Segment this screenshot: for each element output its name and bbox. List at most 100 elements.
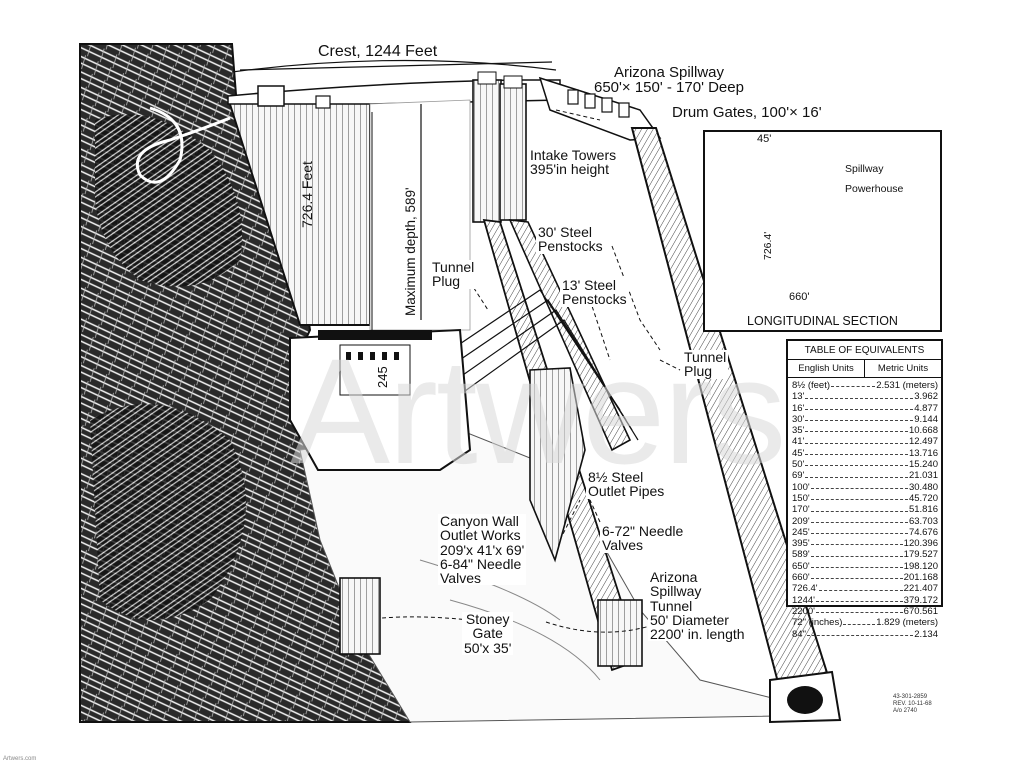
- footer-reference: 43-301-2859 REV. 10-11-68 A/o 2740: [893, 694, 932, 715]
- outlet-pipes-line-2: Outlet Pipes: [588, 483, 665, 500]
- stoney-gate-label: Stoney Gate 50'x 35': [462, 612, 514, 655]
- outlet-works: [289, 328, 472, 471]
- steel-30-penstocks-label: 30' Steel Penstocks: [536, 225, 605, 254]
- english-value: 100': [792, 481, 810, 493]
- spillway-tunnel-line-2: Spillway: [650, 583, 702, 600]
- leader-dashes: [805, 391, 914, 399]
- spillway-tunnel-label: Arizona Spillway Tunnel 50' Diameter 220…: [648, 570, 747, 641]
- spillway-tunnel-line-3: Tunnel: [650, 597, 693, 614]
- table-title: TABLE OF EQUIVALENTS: [788, 341, 941, 360]
- leader-dashes: [805, 414, 914, 422]
- footer-ref-line-2: REV. 10-11-68: [893, 700, 932, 707]
- table-row: 72" (inches)1.829 (meters): [792, 617, 938, 628]
- english-value: 8½ (feet): [792, 380, 831, 391]
- crest-tower: [257, 85, 285, 107]
- english-value: 16': [792, 402, 805, 414]
- leader-dashes: [810, 561, 903, 569]
- canyon-outlet-line-3: 209'x 41'x 69': [440, 541, 525, 558]
- valve-house: [529, 367, 586, 563]
- english-value: 209': [792, 515, 810, 527]
- table-header: English Units Metric Units: [788, 360, 941, 378]
- leader-dashes: [810, 482, 908, 489]
- leader-dashes: [810, 493, 908, 501]
- english-value: 170': [792, 504, 810, 516]
- metric-value: 2.134: [914, 628, 938, 640]
- depth-245-label: 245: [375, 366, 390, 388]
- canyon-outlet-line-4: 6-84" Needle: [440, 555, 522, 572]
- leader-lines: [381, 109, 681, 633]
- needle-valves-72-label: 6-72" Needle Valves: [600, 523, 686, 554]
- access-road: [135, 106, 231, 184]
- table-row: 45'13.716: [792, 448, 938, 459]
- metric-value: 9.144: [914, 413, 938, 425]
- dam-crest-arc: [231, 59, 557, 73]
- leader-dashes: [810, 572, 903, 580]
- table-of-equivalents: TABLE OF EQUIVALENTS English Units Metri…: [786, 339, 943, 640]
- english-value: 84": [792, 628, 806, 640]
- leader-dashes: [831, 380, 876, 388]
- english-value: 660': [792, 572, 810, 584]
- table-row: 150'45.720: [792, 493, 938, 504]
- metric-value: 120.396: [903, 538, 938, 550]
- metric-value: 198.120: [903, 560, 938, 572]
- english-value: 395': [792, 538, 810, 550]
- needle-72-line-1: 6-72" Needle: [602, 523, 684, 539]
- leader-dashes: [810, 516, 908, 523]
- penstocks-13: [435, 289, 639, 441]
- leader-dashes: [818, 583, 903, 591]
- longitudinal-section-inset: 45' Spillway Powerhouse 726.4' 660' LONG…: [703, 130, 942, 332]
- reservoir: [369, 99, 471, 331]
- arizona-spillway-line-2: 650'× 150' - 170' Deep: [594, 79, 744, 97]
- english-value: 69': [792, 470, 805, 482]
- intake-towers-line-2: 395'in height: [530, 161, 609, 178]
- canyon-outlet-works-label: Canyon Wall Outlet Works 209'x 41'x 69' …: [438, 513, 527, 587]
- outlet-windows: [346, 352, 399, 360]
- tunnel-plug-left-line-2: Plug: [432, 273, 461, 290]
- english-value: 650': [792, 560, 810, 572]
- metric-value: 15.240: [908, 459, 938, 471]
- inset-title: LONGITUDINAL SECTION: [747, 314, 898, 328]
- tunnel-plug-left-label: Tunnel Plug: [430, 260, 477, 290]
- metric-value: 30.480: [908, 481, 938, 493]
- intake-towers-label: Intake Towers 395'in height: [528, 148, 619, 178]
- steel-13-penstocks-label: 13' Steel Penstocks: [560, 278, 629, 307]
- table-row: 1244'379.172: [792, 595, 938, 606]
- metric-value: 379.172: [903, 594, 938, 606]
- leader-dashes: [805, 470, 908, 478]
- footer-ref-line-3: A/o 2740: [893, 707, 918, 714]
- intake-towers: [472, 71, 527, 223]
- table-row: 245'74.676: [792, 527, 938, 538]
- leader-dashes: [805, 425, 908, 433]
- spillway-tunnel-line-4: 50' Diameter: [650, 611, 729, 628]
- table-row: 13'3.962: [792, 391, 938, 402]
- dam-height-label: 726.4 Feet: [299, 161, 315, 228]
- metric-value: 3.962: [914, 391, 938, 403]
- footer-credit: Artwers.com: [3, 756, 37, 762]
- leader-dashes: [810, 538, 903, 546]
- metric-value: 221.407: [903, 583, 938, 595]
- crest-arrow: [239, 61, 553, 71]
- canyon-outlet-line-1: Canyon Wall: [440, 513, 519, 529]
- english-value: 245': [792, 526, 810, 538]
- table-row: 69'21.031: [792, 470, 938, 481]
- table-row: 395' 120.396: [792, 538, 938, 549]
- english-value: 41': [792, 436, 805, 448]
- metric-value: 670.561: [903, 605, 938, 617]
- spillway-tunnel-line-1: Arizona: [650, 569, 698, 585]
- canyon-outlet-line-5: Valves: [440, 570, 481, 587]
- crest-tower-2: [315, 95, 331, 109]
- steel-13-line-2: Penstocks: [562, 291, 627, 308]
- inset-powerhouse-label: Powerhouse: [845, 183, 904, 195]
- table-row: 660'201.168: [792, 572, 938, 583]
- english-value: 30': [792, 413, 805, 425]
- needle-72-line-2: Valves: [602, 537, 643, 554]
- tunnel-plug-right-line-1: Tunnel: [684, 349, 727, 365]
- inset-dim-height: 726.4': [762, 231, 774, 260]
- metric-value: 2.531 (meters): [876, 380, 938, 391]
- metric-value: 10.668: [908, 425, 938, 437]
- stoney-gate-structure: [339, 577, 381, 655]
- inset-spillway-label: Spillway: [845, 163, 884, 175]
- table-row: 50'15.240: [792, 459, 938, 470]
- inset-dim-base: 660': [787, 291, 812, 304]
